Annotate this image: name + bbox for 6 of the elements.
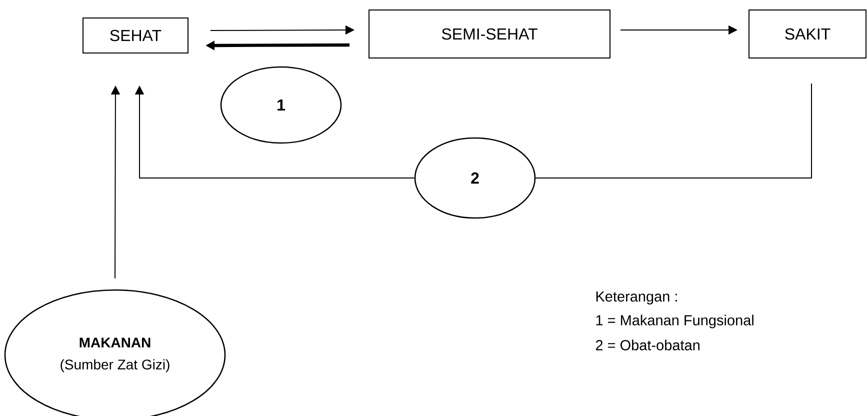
legend-note: 2 = Obat-obatan	[596, 340, 700, 350]
state-box: SEMI-SEHAT	[368, 10, 610, 58]
state-box: SEHAT	[82, 18, 188, 54]
state-box: SAKIT	[748, 10, 866, 58]
legend-note: Keterangan :	[596, 292, 677, 304]
legend-note: 1 = Makanan Fungsional	[596, 314, 754, 328]
